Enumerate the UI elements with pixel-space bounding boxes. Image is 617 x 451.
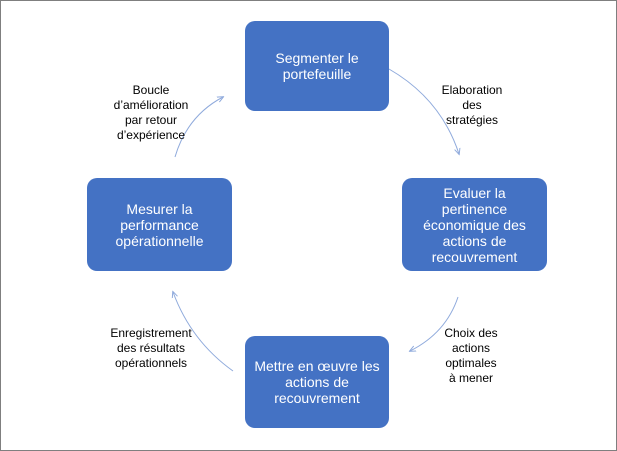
arrow-top-to-right	[388, 68, 459, 154]
arrow-left-to-top	[174, 97, 223, 158]
node-evaluer: Evaluer la pertinence économique des act…	[402, 178, 547, 271]
node-segmenter: Segmenter le portefeuille	[245, 21, 389, 111]
label-enregistrement-resultats: Enregistrement des résultats opérationne…	[110, 326, 192, 370]
node-mettre-en-oeuvre: Mettre en œuvre les actions de recouvrem…	[245, 336, 389, 428]
arrow-right-to-bottom	[410, 296, 459, 351]
node-mesurer: Mesurer la performance opérationnelle	[87, 178, 232, 271]
label-choix-actions: Choix des actions optimales à mener	[444, 326, 498, 385]
label-boucle-amelioration: Boucle d’amélioration par retour d’expér…	[113, 83, 189, 142]
label-elaboration-strategies: Elaboration des stratégies	[441, 83, 503, 127]
arrow-bottom-to-left	[173, 292, 234, 372]
